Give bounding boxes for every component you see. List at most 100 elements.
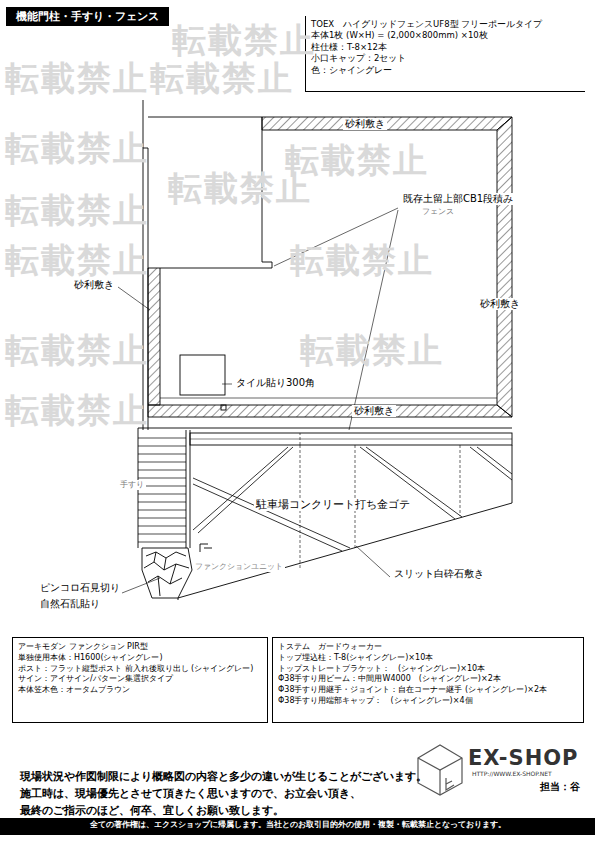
gravel-label: 砂利敷き [352,405,396,417]
tile-label: タイル貼り300角 [234,377,317,389]
spec-line: トップ埋込柱：T-8(シャイングレー)×10本 [278,653,578,664]
spec-line: 本体笠木色：オータムブラウン [18,685,262,696]
stair-tread [138,542,186,543]
paver-label: ピンコロ石見切り [38,582,122,594]
plan-stroke [193,478,350,548]
copyright-band: 全ての著作権は、エクスショップに帰属します。当社とのお取引目的外の使用・複製・転… [0,818,595,835]
plan-stroke [122,578,160,593]
plan-stroke [148,268,160,405]
stair-tread [138,438,186,439]
plan-stroke [460,445,461,516]
watermark: 転載禁止 [5,330,149,371]
staff-name: 担当：谷 [540,781,580,793]
plan-stroke [221,405,226,410]
stone-label: 自然石乱貼り [38,598,102,610]
spec-line: TOEX ハイグリッドフェンスUF8型 フリーポールタイプ [311,19,580,30]
plan-stroke [477,447,512,474]
plan-stroke [190,430,191,548]
watermark: 転載禁止 [172,20,316,61]
plan-stroke [193,447,288,530]
gravel-label: 砂利敷き [478,298,522,310]
gravel-label: 砂利敷き [72,279,116,291]
plan-stroke [142,548,192,598]
stair-tread [138,518,186,519]
plan-stroke [146,552,186,558]
plan-stroke [262,117,512,130]
plan-stroke [355,445,356,548]
stair-tread [138,534,186,535]
watermark: 転載禁止 [5,190,149,231]
plan-stroke [160,398,497,399]
parking-label: 駐車場コンクリート打ち金ゴテ [254,498,412,511]
spec-line: 柱仕様：T-8×12本 [311,42,580,53]
plan-stroke [170,564,176,584]
stair-tread [138,446,186,447]
spec-line: 本体1枚 (W×H) = (2,000×800mm) ×10枚 [311,30,580,41]
plan-stroke [418,758,462,770]
plan-stroke [446,781,452,784]
copyright-text: 全ての著作権は、エクスショップに帰属します。当社とのお取引目的外の使用・複製・転… [4,820,591,831]
plan-stroke [198,447,293,533]
plan-stroke [470,447,512,480]
watermark: 転載禁止 [300,330,444,371]
plan-stroke [300,433,301,445]
spec-line: アーキモダン ファンクション PIR型 [18,642,262,653]
plan-stroke [144,562,189,570]
spec-line: Φ38手すり用継手・ジョイント：自在コーナー継手 (シャイングレー)×2本 [278,685,578,696]
plan-stroke [148,405,512,417]
stair-tread [138,478,186,479]
plan-stroke [158,576,160,596]
plan-stroke [178,445,512,598]
spec-line: Φ38手すり用ビーム：中間用W4000 (シャイングレー)×2本 [278,674,578,685]
plan-stroke [186,430,187,548]
plan-stroke [164,558,166,570]
stair-tread [138,526,186,527]
plan-stroke [204,548,212,549]
spec-line: トステム ガードウォーカー [278,642,578,653]
stair-tread [138,502,186,503]
stair-tread [138,470,186,471]
plan-stroke [190,439,512,440]
function-unit-label: ファンクションユニット [193,562,285,572]
plan-stroke [180,355,225,395]
plan-stroke [193,484,342,551]
retaining-wall-label: 既存土留上部CB1段積み [401,193,515,205]
spec-line: 単独使用本体：H1600(シャイングレー) [18,653,262,664]
spec-box: アーキモダン ファンクション PIR型単独使用本体：H1600(シャイングレー)… [12,637,268,723]
gravel-label: 砂利敷き [343,118,387,130]
handrail-label: 手すり [118,480,146,490]
plan-stroke [118,287,150,310]
spec-line: 色：シャイングレー [311,65,580,76]
watermark: 転載禁止 [5,128,149,169]
fence-label: フェンス [420,207,456,217]
plan-stroke [497,117,512,417]
slits [193,447,512,551]
stair-treads [138,438,186,542]
plan-stroke [190,433,512,445]
spec-line: サイン：アイサイン/パターン集選択タイプ [18,674,262,685]
stair-tread [138,454,186,455]
plan-stroke [222,384,232,385]
logo-text: EX-SHOP [468,746,578,771]
spec-box: TOEX ハイグリッドフェンスUF8型 フリーポールタイプ本体1枚 (W×H) … [305,16,585,92]
plan-stroke [356,546,390,577]
plan-stroke [138,428,512,429]
spec-line: ポスト：フラット縦型ポスト 前入れ後取り出し (シャイングレー) [18,664,262,675]
plan-stroke [446,778,454,790]
plan-outline [138,100,512,600]
note-line: 最終のご指示のほど、何卒、宜しくお願い致します。 [20,804,284,817]
spec-line: トップストレートブラケット： (シャイングレー)×10本 [278,664,578,675]
spec-box: トステム ガードウォーカートップ埋込柱：T-8(シャイングレー)×10本トップス… [272,637,584,723]
watermark: 転載禁止 [285,140,429,181]
stair-tread [138,510,186,511]
watermark: 転載禁止 [5,58,149,99]
watermark: 転載禁止 [5,390,149,431]
note-line: 現場状況や作図制限により概略図の内容と多少の違いが生じることがございます。 [20,770,427,783]
watermark: 転載禁止 [150,58,294,99]
logo-url: HTTP://WWW.EX-SHOP.NET [472,770,552,777]
spec-line: Φ38手すり用端部キャップ： (シャイングレー)×4個 [278,696,578,707]
plan-stroke [148,576,182,584]
plan-stroke [439,770,440,795]
